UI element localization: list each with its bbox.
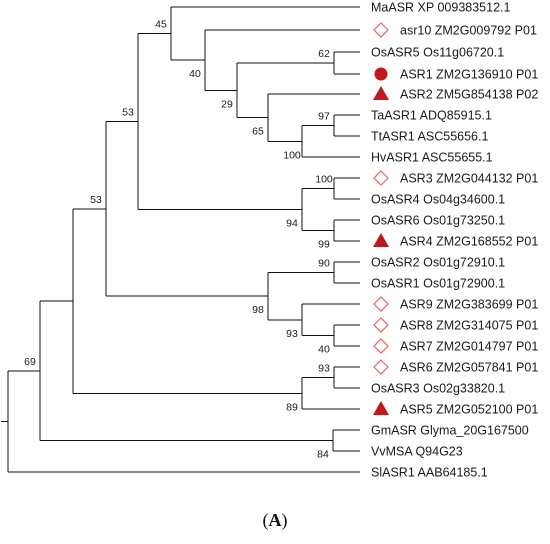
leaf-label: HvASR1 ASC55655.1 xyxy=(371,151,493,165)
bootstrap-value: 90 xyxy=(318,258,330,270)
leaf-label: OsASR1 Os01g72900.1 xyxy=(371,277,505,291)
triangle-marker-icon xyxy=(373,86,389,100)
leaf-label: TtASR1 ASC55656.1 xyxy=(371,130,488,144)
circle-marker-icon xyxy=(374,67,388,81)
figure-caption: (A) xyxy=(0,510,550,531)
caption-paren-open: ( xyxy=(262,510,269,530)
diamond-marker-icon xyxy=(373,296,389,312)
diamond-marker-icon xyxy=(373,359,389,375)
leaf-label: OsASR5 Os11g06720.1 xyxy=(371,46,504,60)
bootstrap-value: 45 xyxy=(155,19,167,31)
leaf-label: GmASR Glyma_20G167500 xyxy=(371,424,529,438)
diamond-marker-icon xyxy=(373,317,389,333)
diamond-marker-icon xyxy=(373,338,389,354)
bootstrap-value: 69 xyxy=(24,356,36,368)
leaf-label: OsASR2 Os01g72910.1 xyxy=(371,256,505,270)
bootstrap-value: 29 xyxy=(221,98,233,110)
leaf-label: ASR6 ZM2G057841 P01 xyxy=(400,361,538,375)
diamond-marker-icon xyxy=(373,22,389,38)
bootstrap-value: 93 xyxy=(286,328,298,340)
triangle-marker-icon xyxy=(373,401,389,415)
leaf-label: ASR1 ZM2G136910 P01 xyxy=(400,68,538,82)
bootstrap-value: 100 xyxy=(283,149,301,161)
bootstrap-value: 99 xyxy=(318,239,330,251)
bootstrap-value: 93 xyxy=(318,363,330,375)
leaf-label: OsASR6 Os01g73250.1 xyxy=(371,214,505,228)
triangle-marker-icon xyxy=(373,233,389,247)
bootstrap-value: 40 xyxy=(318,344,330,356)
leaf-label: TaASR1 ADQ85915.1 xyxy=(371,109,492,123)
caption-letter: A xyxy=(268,510,282,530)
leaf-label: ASR7 ZM2G014797 P01 xyxy=(400,340,538,354)
leaf-label: MaASR XP 009383512.1 xyxy=(371,1,511,15)
bootstrap-value: 62 xyxy=(318,48,330,60)
diamond-marker-icon xyxy=(373,170,389,186)
bootstrap-value: 65 xyxy=(252,126,264,138)
leaf-label: ASR9 ZM2G383699 P01 xyxy=(400,298,538,312)
leaf-label: OsASR3 Os02g33820.1 xyxy=(371,382,505,396)
leaf-label: SlASR1 AAB64185.1 xyxy=(371,466,488,480)
bootstrap-value: 84 xyxy=(317,449,329,461)
leaf-label: ASR8 ZM2G314075 P01 xyxy=(400,319,538,333)
bootstrap-value: 100 xyxy=(315,174,333,186)
bootstrap-value: 94 xyxy=(286,218,298,230)
leaf-label: ASR2 ZM5G854138 P02 xyxy=(400,88,538,102)
leaf-label: asr10 ZM2G009792 P01 xyxy=(400,24,537,38)
caption-paren-close: ) xyxy=(281,510,288,530)
leaf-label: ASR3 ZM2G044132 P01 xyxy=(400,172,538,186)
leaf-label: ASR5 ZM2G052100 P01 xyxy=(400,403,538,417)
bootstrap-value: 89 xyxy=(286,401,298,413)
leaf-label: OsASR4 Os04g34600.1 xyxy=(371,193,505,207)
bootstrap-value: 97 xyxy=(318,111,330,123)
bootstrap-value: 98 xyxy=(252,304,264,316)
leaf-label: ASR4 ZM2G168552 P01 xyxy=(400,235,538,249)
bootstrap-value: 53 xyxy=(122,107,134,119)
bootstrap-value: 40 xyxy=(189,68,201,80)
bootstrap-value: 53 xyxy=(90,194,102,206)
leaf-label: VvMSA Q94G23 xyxy=(371,445,463,459)
